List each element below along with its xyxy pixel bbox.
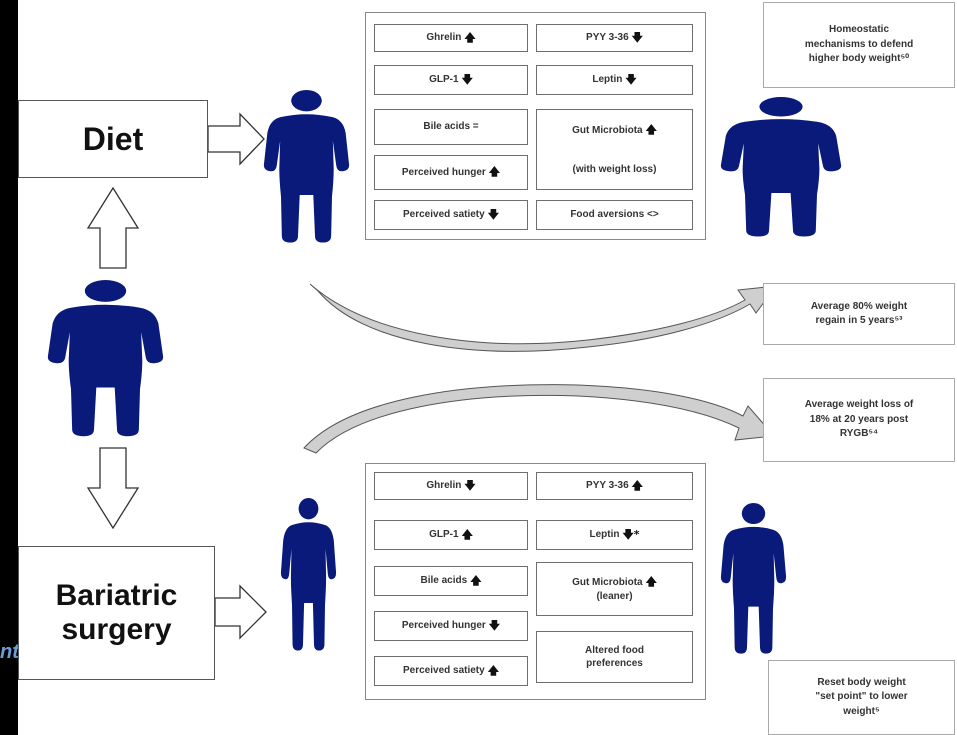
note-set-point: Reset body weight "set point" to lower w… bbox=[768, 660, 955, 735]
arrow-up-icon: 🡅 bbox=[487, 663, 500, 677]
diagram-graphics bbox=[47, 90, 842, 654]
surgery-cell-perceived-hunger: Perceived hunger🡇 bbox=[374, 611, 528, 641]
surgery-cell-food-preferences: Altered food preferences bbox=[536, 631, 693, 683]
bariatric-surgery-label: Bariatric surgery bbox=[18, 546, 215, 680]
diet-label: Diet bbox=[18, 100, 208, 178]
arrow-down-icon: 🡇 bbox=[487, 207, 500, 221]
note-weight-loss: Average weight loss of 18% at 20 years p… bbox=[763, 378, 955, 462]
surgery-cell-pyy: PYY 3-36🡅 bbox=[536, 472, 693, 500]
curved-arrow-loss-icon bbox=[303, 384, 776, 454]
surgery-cell-bile-acids: Bile acids🡅 bbox=[374, 566, 528, 596]
diet-hormone-panel: Ghrelin🡅 PYY 3-36🡇 GLP-1🡇 Leptin🡇 Bile a… bbox=[365, 12, 706, 240]
diet-cell-bile-acids: Bile acids = bbox=[374, 109, 528, 145]
diet-cell-leptin: Leptin🡇 bbox=[536, 65, 693, 95]
surgery-cell-leptin: Leptin🡇* bbox=[536, 520, 693, 550]
diet-cell-ghrelin: Ghrelin🡅 bbox=[374, 24, 528, 52]
diet-cell-perceived-hunger: Perceived hunger🡅 bbox=[374, 155, 528, 190]
margin-text-fragment: nt bbox=[0, 642, 18, 662]
arrow-up-icon bbox=[86, 186, 140, 269]
surgery-hormone-panel: Ghrelin🡇 PYY 3-36🡅 GLP-1🡅 Leptin🡇* Bile … bbox=[365, 463, 706, 700]
arrow-up-icon: 🡅 bbox=[645, 574, 657, 588]
surgery-cell-perceived-satiety: Perceived satiety🡅 bbox=[374, 656, 528, 686]
arrow-up-icon: 🡅 bbox=[464, 30, 476, 44]
note-weight-regain: Average 80% weight regain in 5 years⁵³ bbox=[763, 283, 955, 345]
arrow-down-icon: 🡇 bbox=[631, 30, 643, 44]
arrow-down-icon: 🡇 bbox=[488, 618, 501, 632]
diagram-canvas: Diet Bariatric surgery Ghrelin🡅 PYY 3-36… bbox=[18, 0, 957, 735]
note-homeostatic: Homeostatic mechanisms to defend higher … bbox=[763, 2, 955, 88]
arrow-up-icon: 🡅 bbox=[631, 478, 643, 492]
arrow-down-icon bbox=[86, 447, 140, 530]
arrow-up-icon: 🡅 bbox=[461, 527, 473, 541]
person-figure-diet bbox=[263, 90, 350, 243]
diet-cell-glp1: GLP-1🡇 bbox=[374, 65, 528, 95]
diet-cell-perceived-satiety: Perceived satiety🡇 bbox=[374, 200, 528, 230]
arrow-up-icon: 🡅 bbox=[470, 573, 482, 587]
arrow-right-icon bbox=[207, 112, 265, 166]
surgery-cell-gut-microbiota: Gut Microbiota🡅 (leaner) bbox=[536, 562, 693, 616]
arrow-up-icon: 🡅 bbox=[645, 122, 657, 136]
person-figure-surgery-after bbox=[720, 503, 787, 654]
person-figure-start bbox=[47, 280, 164, 437]
diet-cell-pyy: PYY 3-36🡇 bbox=[536, 24, 693, 52]
arrow-down-icon: 🡇 bbox=[461, 72, 473, 86]
person-figure-diet-after bbox=[720, 97, 842, 237]
arrow-down-icon: 🡇 bbox=[464, 478, 476, 492]
arrow-down-icon: 🡇 bbox=[625, 72, 637, 86]
surgery-cell-ghrelin: Ghrelin🡇 bbox=[374, 472, 528, 500]
curved-arrow-regain-icon bbox=[309, 283, 778, 352]
surgery-cell-glp1: GLP-1🡅 bbox=[374, 520, 528, 550]
diet-cell-gut-microbiota: Gut Microbiota🡅 (with weight loss) bbox=[536, 109, 693, 190]
diet-cell-food-aversions: Food aversions <> bbox=[536, 200, 693, 230]
arrow-down-icon: 🡇* bbox=[622, 527, 640, 541]
arrow-right-icon bbox=[214, 584, 267, 640]
arrow-up-icon: 🡅 bbox=[488, 165, 501, 179]
person-figure-surgery bbox=[280, 498, 337, 651]
